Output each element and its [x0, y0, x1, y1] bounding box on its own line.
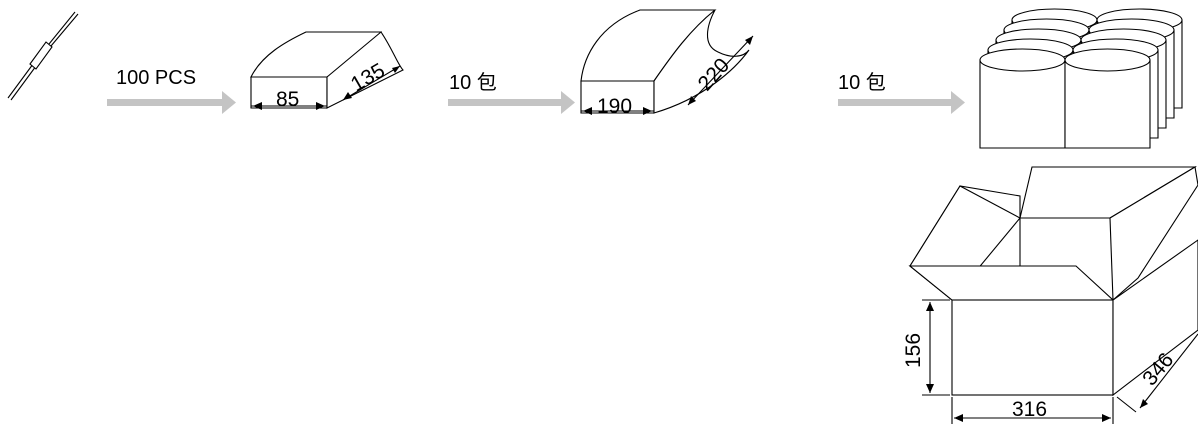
bag-width-label: 85: [276, 88, 299, 111]
arrow-step-2: [448, 91, 575, 114]
carton-width-label: 316: [1012, 398, 1047, 421]
component-icon: [7, 11, 79, 101]
open-carton-icon: [908, 165, 1198, 424]
arrow-step-3: [838, 91, 965, 114]
arrow-step-1: [107, 91, 236, 114]
pack-width-label: 190: [597, 95, 632, 118]
step1-label: 100 PCS: [116, 67, 196, 89]
step3-label: 10 包: [838, 71, 886, 94]
stacked-packs-icon: [979, 8, 1183, 149]
carton-height-label: 156: [902, 333, 925, 368]
small-bag-icon: [250, 31, 404, 110]
step2-label: 10 包: [449, 71, 497, 94]
large-bag-icon: [580, 9, 754, 115]
